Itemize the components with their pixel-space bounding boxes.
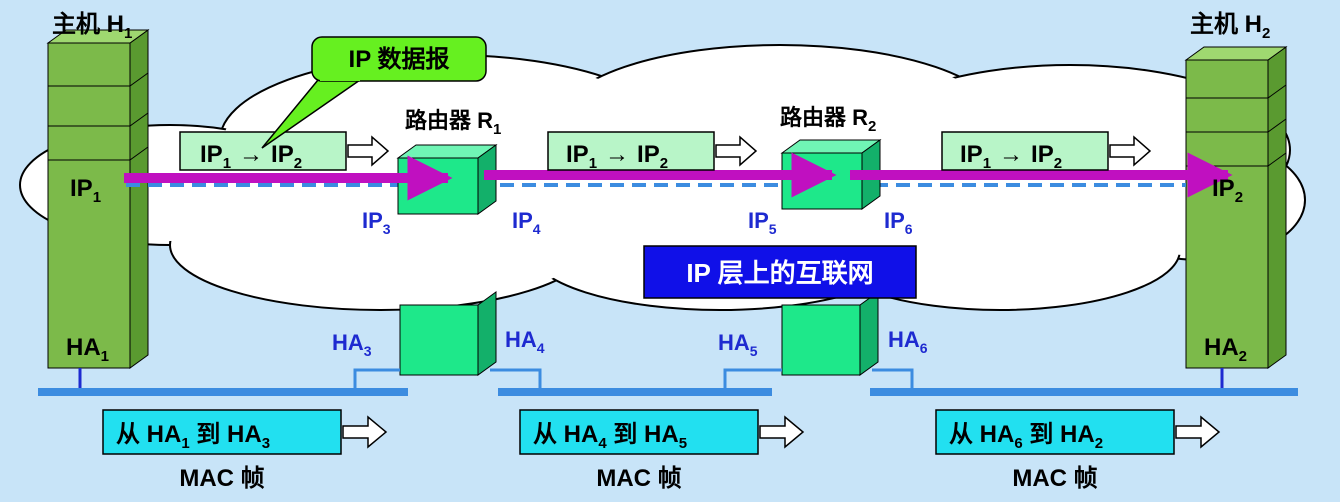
- host-h1-title: 主机 H1: [52, 11, 132, 42]
- mac-frame-3-caption: MAC 帧: [1012, 465, 1097, 492]
- label-ha5: HA5: [718, 330, 758, 359]
- datagram-1: IP1→IP2: [179, 131, 390, 172]
- mac-frame-1-caption: MAC 帧: [179, 465, 264, 492]
- label-ip5: IP5: [748, 208, 777, 237]
- mac-frame-3: 从 HA6 到 HA2 MAC 帧: [935, 409, 1221, 492]
- label-ha4: HA4: [505, 327, 545, 356]
- svg-text:从 HA6 到 HA2: 从 HA6 到 HA2: [949, 421, 1103, 452]
- svg-text:IP 数据报: IP 数据报: [349, 46, 450, 73]
- svg-text:从 HA1 到 HA3: 从 HA1 到 HA3: [116, 421, 270, 452]
- label-ip6: IP6: [884, 208, 913, 237]
- router-r1-title: 路由器 R1: [405, 108, 501, 138]
- mac-frame-2-caption: MAC 帧: [596, 465, 681, 492]
- label-ip4: IP4: [512, 208, 541, 237]
- datagram-2: IP1→IP2: [547, 131, 758, 172]
- router-r2-title: 路由器 R2: [780, 105, 876, 135]
- svg-text:IP1→IP2: IP1→IP2: [960, 141, 1062, 172]
- host-h1: [46, 29, 150, 390]
- router-r1-body: [399, 291, 497, 376]
- label-ha3: HA3: [332, 330, 372, 359]
- internet-label: IP 层上的互联网: [643, 245, 917, 299]
- mac-frame-1: 从 HA1 到 HA3 MAC 帧: [102, 409, 388, 492]
- host-h2-ip: IP2: [1212, 175, 1243, 206]
- label-ip3: IP3: [362, 208, 391, 237]
- router-r2-body: [781, 291, 879, 376]
- svg-text:从 HA4 到 HA5: 从 HA4 到 HA5: [533, 421, 687, 452]
- router-attachments: [353, 368, 914, 392]
- ip-datagram-callout: IP 数据报: [261, 36, 487, 149]
- label-ha6: HA6: [888, 327, 928, 356]
- datagram-3: IP1→IP2: [941, 131, 1152, 172]
- svg-text:IP 层上的互联网: IP 层上的互联网: [686, 258, 873, 288]
- routing-path-arrows: [124, 152, 1233, 201]
- host-h1-ip: IP1: [70, 175, 101, 206]
- host-h2-ha: HA2: [1204, 334, 1247, 365]
- svg-text:IP1→IP2: IP1→IP2: [566, 141, 668, 172]
- host-h2-title: 主机 H2: [1190, 11, 1270, 42]
- host-h1-ha: HA1: [66, 334, 109, 365]
- svg-text:IP1→IP2: IP1→IP2: [200, 141, 302, 172]
- host-h2: [1184, 46, 1288, 390]
- mac-frame-2: 从 HA4 到 HA5 MAC 帧: [519, 409, 805, 492]
